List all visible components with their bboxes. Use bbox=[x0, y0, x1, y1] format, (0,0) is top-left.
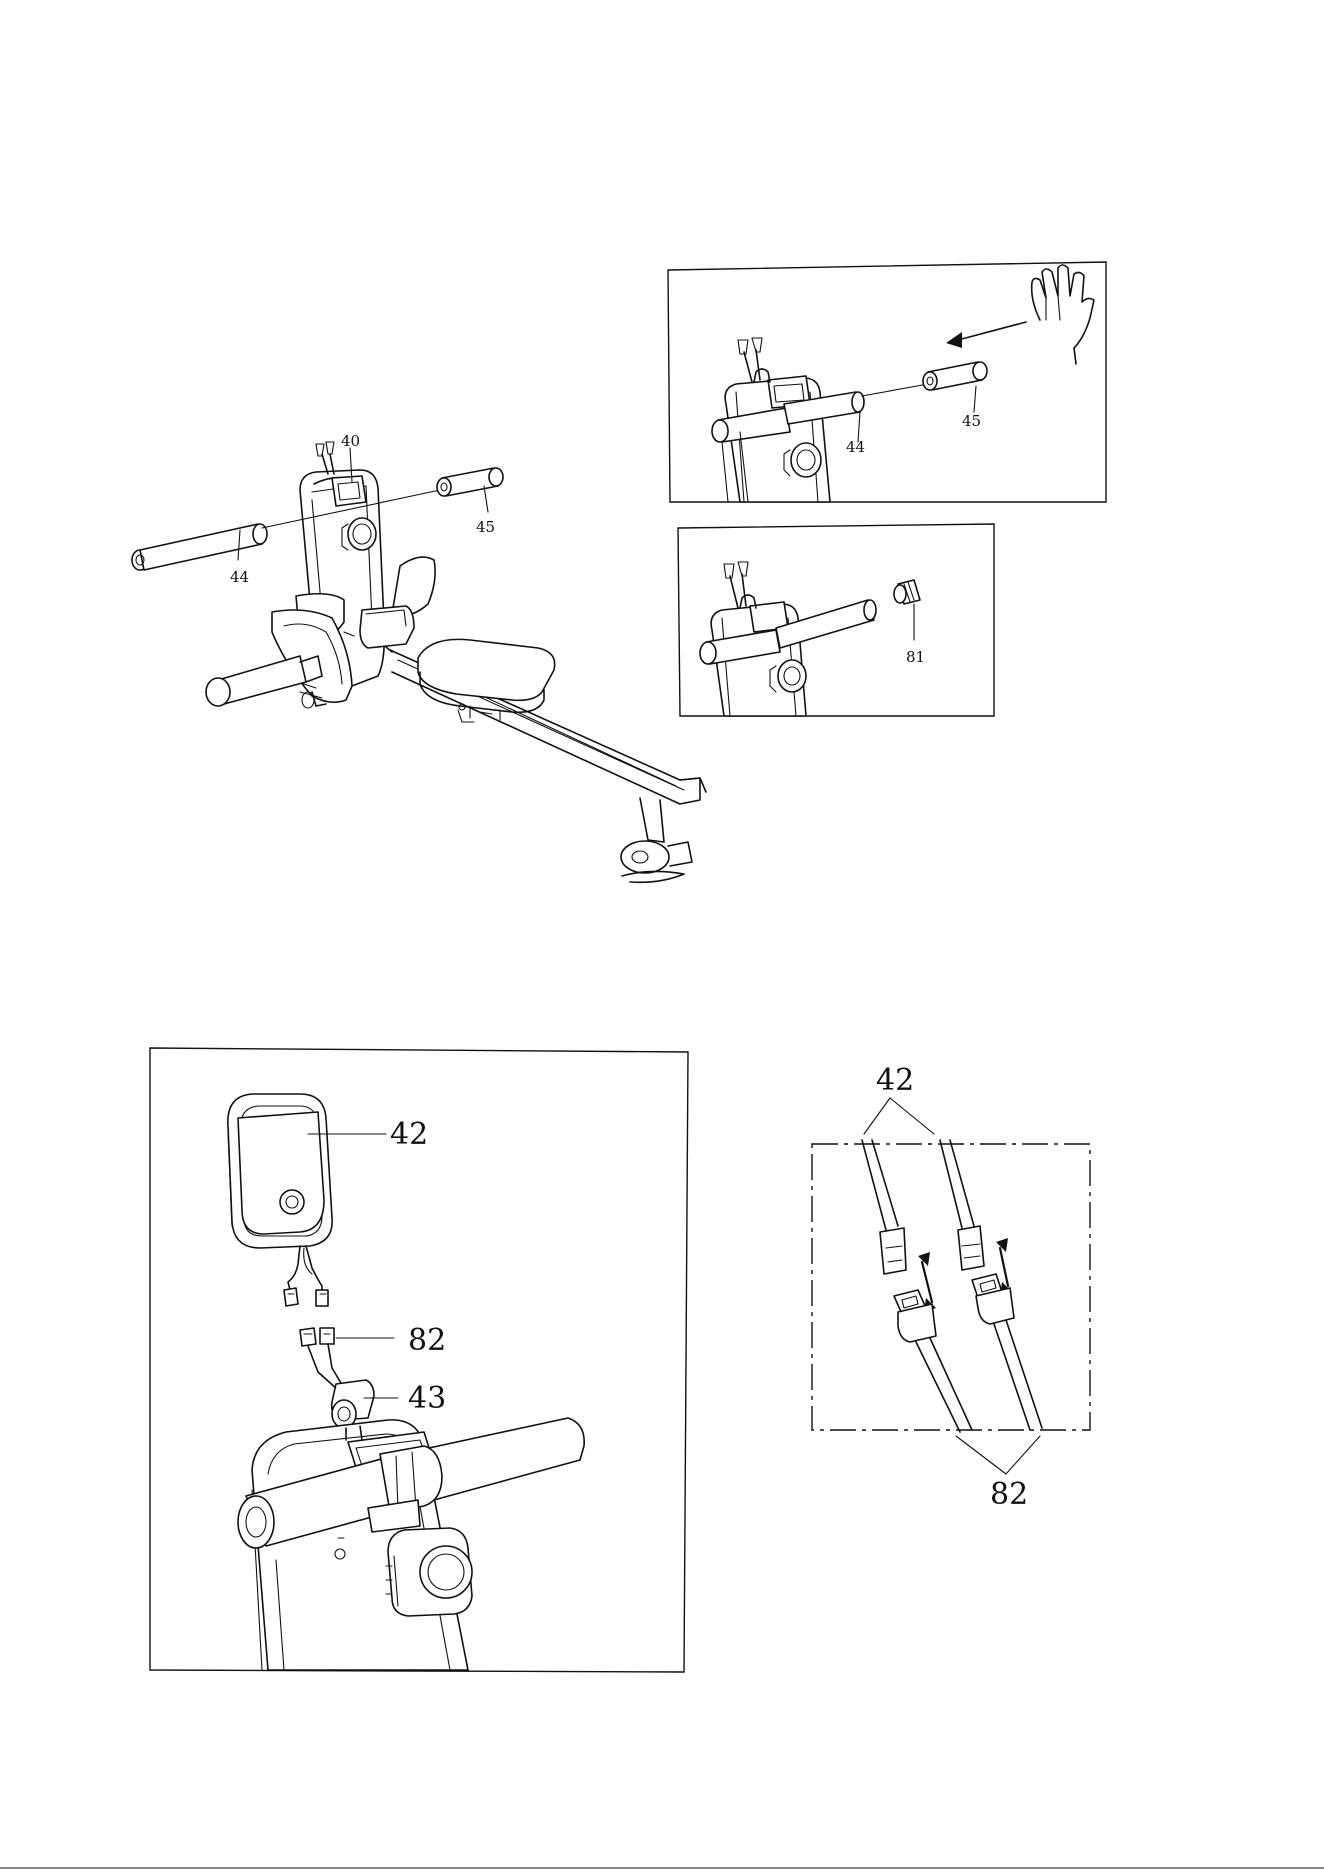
bracket-label-43: 43 bbox=[408, 1381, 446, 1416]
console-figure: 42 82 43 bbox=[150, 1048, 688, 1672]
connector-label-42: 42 bbox=[876, 1063, 914, 1098]
console-label-42: 42 bbox=[390, 1117, 428, 1152]
console-42 bbox=[228, 1094, 332, 1306]
inset-label-81: 81 bbox=[906, 648, 925, 666]
part-label-40: 40 bbox=[341, 432, 360, 450]
inset-label-45: 45 bbox=[962, 412, 981, 430]
connector-detail-figure: 42 82 bbox=[812, 1063, 1090, 1512]
part-label-45: 45 bbox=[476, 518, 495, 536]
handlebar-grip-45 bbox=[437, 468, 503, 496]
sensor-cable-82 bbox=[300, 1328, 344, 1390]
tower-closeup bbox=[238, 1418, 584, 1670]
part-label-44: 44 bbox=[230, 568, 249, 586]
rower-overview-figure: 40 44 45 bbox=[132, 432, 706, 882]
inset-end-cap: 81 bbox=[678, 524, 994, 716]
bracket-43 bbox=[332, 1380, 374, 1428]
console-cables bbox=[862, 1140, 984, 1274]
inset-grip-install: 44 45 bbox=[668, 262, 1106, 502]
sensor-connectors bbox=[894, 1274, 1042, 1432]
connector-label-82: 82 bbox=[990, 1477, 1028, 1512]
inset-label-44: 44 bbox=[846, 438, 865, 456]
seat bbox=[418, 639, 555, 722]
cable-label-82: 82 bbox=[408, 1323, 446, 1358]
handlebar-44 bbox=[132, 490, 440, 570]
